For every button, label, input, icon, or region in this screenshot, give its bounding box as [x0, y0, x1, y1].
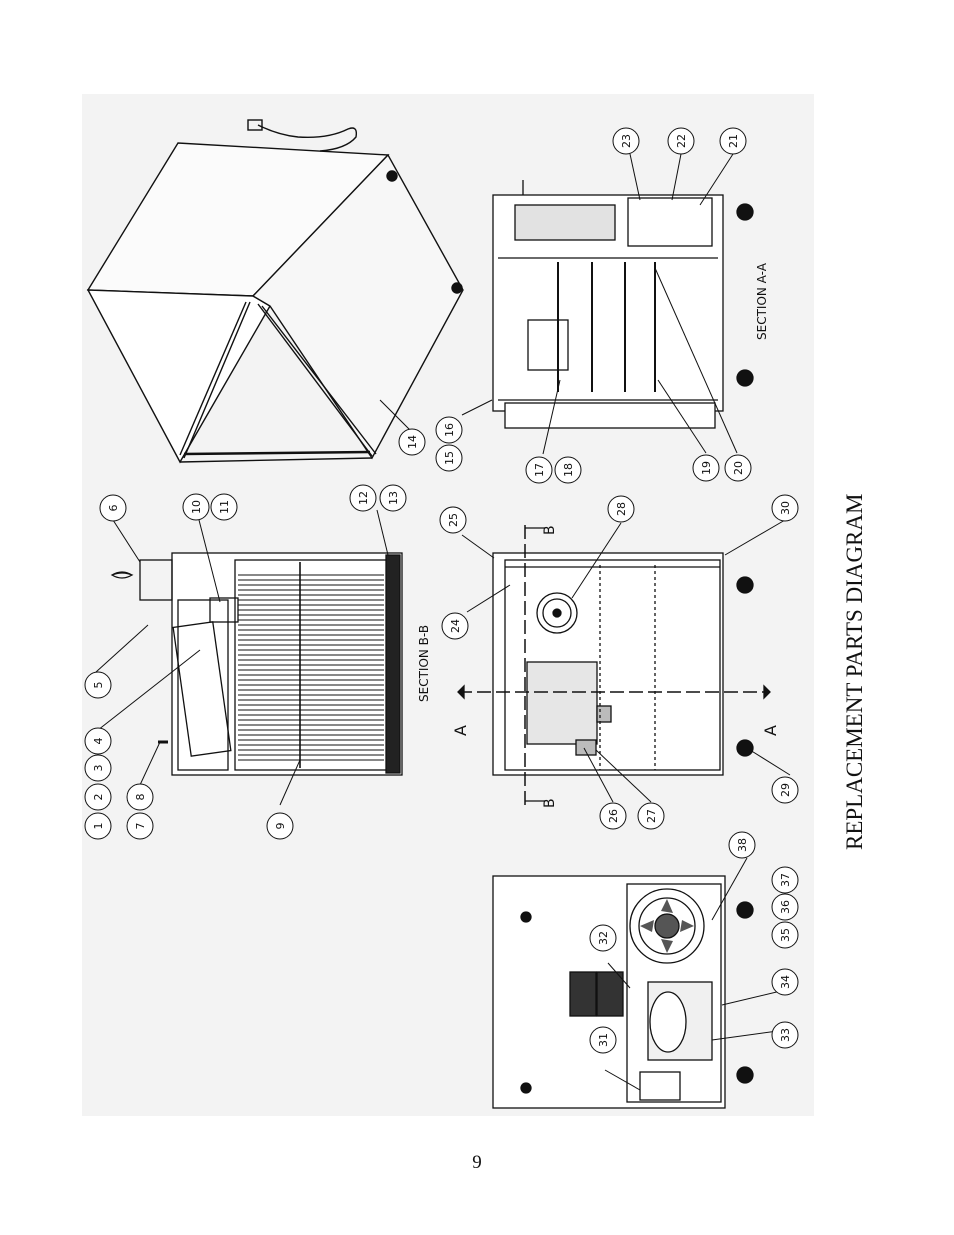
svg-text:37: 37: [779, 873, 792, 887]
callout-35: 35: [771, 921, 799, 949]
svg-text:7: 7: [134, 823, 147, 830]
svg-text:10: 10: [190, 500, 203, 514]
svg-text:14: 14: [406, 435, 419, 449]
callout-8: 8: [126, 783, 154, 811]
section-b-b-label: SECTION B-B: [417, 625, 431, 702]
svg-text:27: 27: [645, 809, 658, 823]
svg-text:19: 19: [700, 461, 713, 475]
callout-37: 37: [771, 866, 799, 894]
svg-text:4: 4: [92, 738, 105, 745]
callout-36: 36: [771, 893, 799, 921]
callout-6: 6: [99, 494, 127, 522]
svg-text:24: 24: [449, 619, 462, 633]
svg-text:9: 9: [274, 823, 287, 830]
rear-view: [492, 875, 754, 1109]
cut-mark-b-bottom: B: [542, 798, 558, 808]
callout-23: 23: [612, 127, 640, 155]
svg-text:21: 21: [727, 134, 740, 148]
svg-text:26: 26: [607, 809, 620, 823]
section-a-a-view: [492, 180, 754, 429]
callout-1: 1: [84, 812, 112, 840]
callout-3: 3: [84, 754, 112, 782]
callout-14: 14: [398, 428, 426, 456]
svg-text:2: 2: [92, 794, 105, 801]
section-b-b-view: [110, 552, 403, 776]
page-number: 9: [472, 1152, 482, 1173]
callout-19: 19: [692, 454, 720, 482]
callout-15: 15: [435, 444, 463, 472]
callout-7: 7: [126, 812, 154, 840]
callout-10: 10: [182, 493, 210, 521]
svg-text:32: 32: [597, 931, 610, 945]
svg-text:16: 16: [443, 423, 456, 437]
svg-text:1: 1: [92, 823, 105, 830]
svg-text:34: 34: [779, 975, 792, 989]
front-view: [457, 525, 771, 805]
cut-mark-b-top: B: [542, 525, 558, 535]
svg-text:38: 38: [736, 838, 749, 852]
cabinet-isometric-view: [86, 119, 464, 464]
callout-2: 2: [84, 783, 112, 811]
callout-20: 20: [724, 454, 752, 482]
svg-text:11: 11: [218, 500, 231, 514]
svg-text:33: 33: [779, 1028, 792, 1042]
svg-text:36: 36: [779, 900, 792, 914]
cut-mark-a-top: A: [451, 725, 470, 736]
callout-18: 18: [554, 456, 582, 484]
callout-33: 33: [771, 1021, 799, 1049]
callout-31: 31: [589, 1026, 617, 1054]
callout-30: 30: [771, 494, 799, 522]
callout-38: 38: [728, 831, 756, 859]
svg-text:6: 6: [107, 505, 120, 512]
callout-29: 29: [771, 776, 799, 804]
callout-27: 27: [637, 802, 665, 830]
svg-text:18: 18: [562, 463, 575, 477]
callout-34: 34: [771, 968, 799, 996]
callout-12: 12: [349, 484, 377, 512]
svg-text:13: 13: [387, 491, 400, 505]
callout-26: 26: [599, 802, 627, 830]
callout-28: 28: [607, 495, 635, 523]
diagram-title: REPLACEMENT PARTS DIAGRAM: [842, 494, 867, 850]
svg-text:20: 20: [732, 461, 745, 475]
svg-text:17: 17: [533, 463, 546, 477]
callout-4: 4: [84, 727, 112, 755]
svg-text:35: 35: [779, 928, 792, 942]
callout-5: 5: [84, 671, 112, 699]
svg-text:5: 5: [92, 682, 105, 689]
callout-leaders: [95, 153, 791, 1091]
callout-17: 17: [525, 456, 553, 484]
callout-25: 25: [439, 506, 467, 534]
svg-text:22: 22: [675, 134, 688, 148]
svg-text:29: 29: [779, 783, 792, 797]
section-a-a-label: SECTION A-A: [755, 262, 769, 340]
svg-text:28: 28: [615, 502, 628, 516]
callout-22: 22: [667, 127, 695, 155]
svg-text:8: 8: [134, 794, 147, 801]
callout-13: 13: [379, 484, 407, 512]
callout-9: 9: [266, 812, 294, 840]
svg-text:23: 23: [620, 134, 633, 148]
callout-bubbles: 1 2 3 4 5 6 7 8 9 10 11 12 13 14 15 16 1…: [84, 127, 799, 1054]
svg-text:31: 31: [597, 1033, 610, 1047]
svg-text:25: 25: [447, 513, 460, 527]
svg-text:15: 15: [443, 451, 456, 465]
callout-16: 16: [435, 416, 463, 444]
svg-text:30: 30: [779, 501, 792, 515]
callout-21: 21: [719, 127, 747, 155]
callout-32: 32: [589, 924, 617, 952]
callout-11: 11: [210, 493, 238, 521]
cut-mark-a-bottom: A: [761, 725, 780, 736]
svg-text:3: 3: [92, 765, 105, 772]
callout-24: 24: [441, 612, 469, 640]
svg-text:12: 12: [357, 491, 370, 505]
